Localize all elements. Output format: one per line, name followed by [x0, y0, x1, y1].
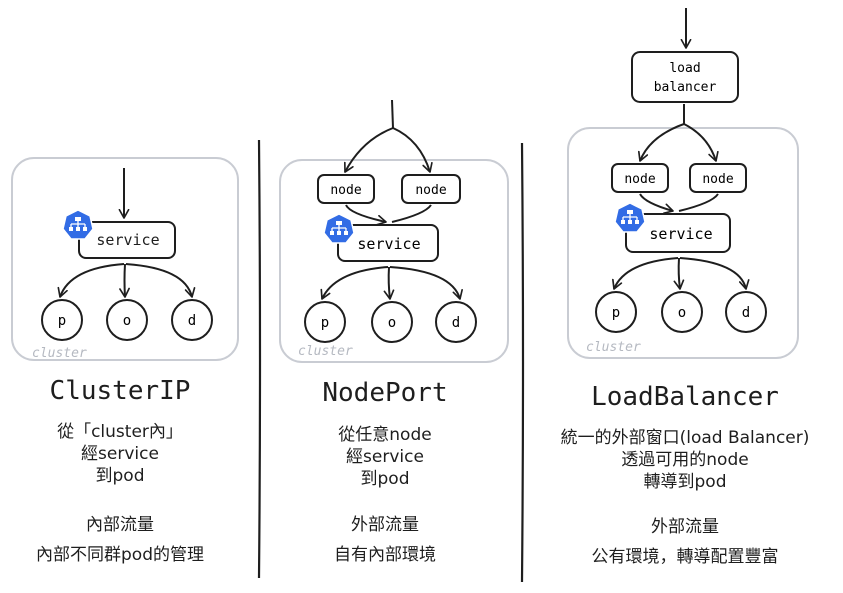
service-label: service: [96, 231, 159, 249]
pod-label: p: [321, 315, 329, 331]
description-line: 轉導到pod: [643, 472, 727, 492]
clusterip-title: ClusterIP: [49, 376, 191, 406]
node-label: node: [624, 172, 655, 187]
cluster-box: [567, 127, 799, 359]
service-label: service: [357, 235, 420, 253]
section-divider: [257, 139, 262, 579]
service-box: [625, 213, 731, 253]
description-line: 從任意node: [338, 425, 432, 445]
cluster-label: cluster: [298, 344, 353, 359]
loadbalancer-notes: 外部流量 公有環境，轉導配置豐富: [535, 512, 835, 572]
note-line: 內部不同群pod的管理: [36, 545, 204, 565]
service-to-pod-arrow: [612, 257, 679, 290]
service-to-pod-arrow: [57, 263, 125, 298]
nodeport-diagram: cluster node node service p o d: [279, 99, 509, 363]
description-line: 從「cluster內」: [57, 422, 183, 442]
loadbalancer-title: LoadBalancer: [591, 382, 779, 412]
load-balancer-box: [631, 51, 739, 103]
kubernetes-service-icon: [323, 213, 355, 244]
lb-to-node-arrow: [683, 123, 719, 162]
incoming-arrow: [391, 99, 394, 129]
service-to-pod-arrow: [673, 257, 685, 290]
clusterip-notes: 內部流量 內部不同群pod的管理: [20, 510, 220, 570]
pod-circle: [435, 301, 477, 343]
description-line: 經service: [81, 444, 159, 464]
note-line: 內部流量: [86, 515, 154, 535]
load-balancer-label: balancer: [654, 80, 717, 95]
note-line: 外部流量: [351, 515, 419, 535]
service-to-pod-arrow: [389, 266, 463, 300]
service-to-pod-arrow: [320, 266, 389, 300]
note-line: 外部流量: [651, 517, 719, 537]
pod-label: p: [58, 313, 66, 329]
clusterip-diagram: cluster service p o d: [11, 157, 239, 361]
loadbalancer-diagram: load balancer cluster node node service …: [567, 8, 799, 359]
cluster-box: [11, 157, 239, 361]
lb-to-node-arrow: [637, 123, 685, 162]
pod-label: o: [123, 313, 131, 329]
pod-circle: [41, 299, 83, 341]
description-line: 到pod: [95, 466, 145, 486]
nodeport-description: 從任意node 經service 到pod: [285, 424, 485, 490]
cluster-label: cluster: [586, 340, 641, 355]
incoming-arrow: [344, 127, 394, 173]
node-label: node: [702, 172, 733, 187]
node-label: node: [330, 183, 361, 198]
pod-label: o: [388, 315, 396, 331]
clusterip-description: 從「cluster內」 經service 到pod: [20, 421, 220, 487]
pod-circle: [304, 301, 346, 343]
pod-circle: [661, 291, 703, 333]
pod-label: o: [678, 305, 686, 321]
kubernetes-service-icon: [614, 202, 646, 233]
pod-circle: [171, 299, 213, 341]
node-to-service-arrow: [345, 204, 387, 226]
node-label: node: [415, 183, 446, 198]
pod-circle: [371, 301, 413, 343]
description-line: 透過可用的node: [621, 450, 749, 470]
pod-label: d: [742, 305, 750, 321]
node-to-service-arrow: [678, 193, 719, 212]
pod-circle: [725, 291, 767, 333]
service-to-pod-arrow: [119, 263, 130, 298]
note-line: 公有環境，轉導配置豐富: [591, 547, 779, 567]
node-to-service-arrow: [391, 204, 432, 223]
node-box: [401, 174, 461, 204]
service-label: service: [649, 225, 712, 243]
loadbalancer-description: 統一的外部窗口(load Balancer) 透過可用的node 轉導到pod: [535, 427, 835, 493]
nodeport-title: NodePort: [322, 378, 448, 408]
pod-circle: [595, 291, 637, 333]
kubernetes-service-icon: [62, 209, 94, 240]
description-line: 經service: [346, 447, 424, 467]
node-to-service-arrow: [639, 193, 674, 214]
node-box: [317, 174, 375, 204]
incoming-arrow: [392, 127, 433, 173]
pod-label: p: [612, 305, 620, 321]
pod-label: d: [452, 315, 460, 331]
cluster-label: cluster: [32, 346, 87, 361]
service-box: [78, 221, 176, 259]
cluster-box: [279, 159, 509, 363]
section-divider: [520, 142, 525, 583]
pod-label: d: [188, 313, 196, 329]
pod-circle: [106, 299, 148, 341]
description-line: 統一的外部窗口(load Balancer): [560, 428, 810, 448]
service-to-pod-arrow: [679, 257, 750, 290]
load-balancer-label: load: [669, 61, 700, 76]
service-to-pod-arrow: [125, 263, 196, 298]
node-box: [689, 163, 747, 193]
service-to-pod-arrow: [383, 266, 395, 300]
description-line: 到pod: [360, 469, 410, 489]
nodeport-notes: 外部流量 自有內部環境: [285, 510, 485, 570]
note-line: 自有內部環境: [334, 545, 436, 565]
node-box: [611, 163, 669, 193]
